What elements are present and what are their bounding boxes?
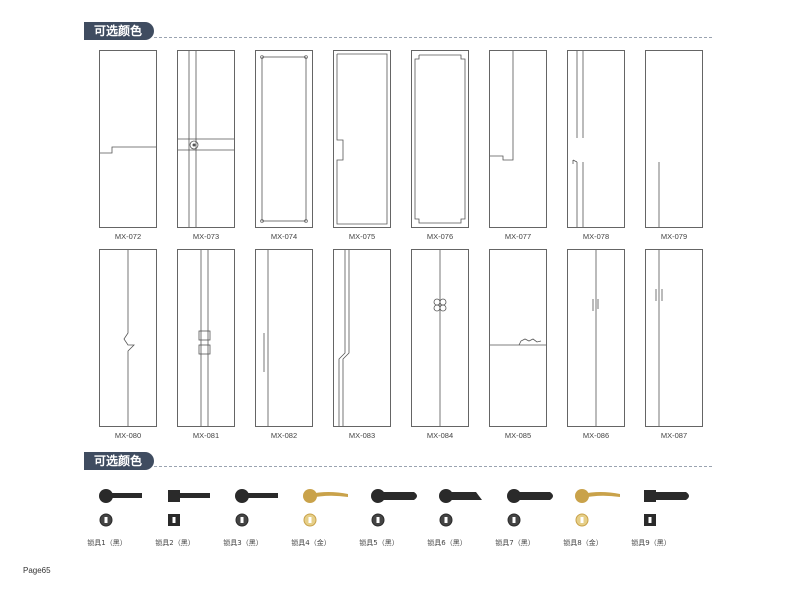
lock-icon (371, 489, 417, 527)
door-drawing (333, 249, 391, 427)
door-outline (489, 50, 547, 228)
lock-name-label: 锁具4（金） (291, 539, 331, 547)
section-divider (154, 37, 712, 38)
door-outline (489, 249, 547, 427)
lock-name-label: 锁具1（黑） (87, 539, 127, 547)
door-outline (645, 50, 703, 228)
door-code-label: MX-078 (582, 232, 610, 241)
door-outline (255, 50, 313, 228)
door-outline (177, 249, 235, 427)
door-outline (567, 50, 625, 228)
door-drawing (645, 50, 703, 228)
door-drawing (333, 50, 391, 228)
door-drawing (567, 249, 625, 427)
door-code-label: MX-075 (348, 232, 376, 241)
door-drawing (411, 249, 469, 427)
section-title-lock-options: 可选颜色 (84, 452, 154, 470)
lock-icon (168, 490, 210, 526)
lock-icon (99, 489, 142, 527)
lock-name-label: 锁具9（黑） (631, 539, 671, 547)
lock-name-label: 锁具5（黑） (359, 539, 399, 547)
door-panel-072 (99, 50, 157, 228)
door-panel-087 (645, 249, 703, 427)
door-drawing (177, 50, 235, 228)
lock-icon (507, 489, 553, 527)
door-panel-076 (411, 50, 469, 228)
door-code-label: MX-080 (114, 431, 142, 440)
door-panel-078 (567, 50, 625, 228)
door-panel-081 (177, 249, 235, 427)
door-panel-075 (333, 50, 391, 228)
door-outline (333, 249, 391, 427)
lock-name-label: 锁具3（黑） (223, 539, 263, 547)
door-panel-077 (489, 50, 547, 228)
lock-icon (644, 490, 689, 526)
door-outline (255, 249, 313, 427)
door-drawing (99, 249, 157, 427)
door-drawing (177, 249, 235, 427)
door-code-label: MX-082 (270, 431, 298, 440)
section-title-door-styles: 可选颜色 (84, 22, 154, 40)
door-code-label: MX-081 (192, 431, 220, 440)
lock-image (362, 488, 432, 538)
door-outline (411, 50, 469, 228)
lock-image (498, 488, 568, 538)
door-panel-074 (255, 50, 313, 228)
door-drawing (255, 249, 313, 427)
door-panel-073 (177, 50, 235, 228)
door-code-label: MX-073 (192, 232, 220, 241)
door-code-label: MX-085 (504, 431, 532, 440)
door-drawing (489, 249, 547, 427)
door-code-label: MX-076 (426, 232, 454, 241)
door-drawing (645, 249, 703, 427)
lock-image (634, 488, 704, 538)
page-number: Page65 (23, 566, 51, 575)
door-code-label: MX-083 (348, 431, 376, 440)
door-drawing (99, 50, 157, 228)
door-outline (333, 50, 391, 228)
door-panel-084 (411, 249, 469, 427)
lock-name-label: 锁具8（金） (563, 539, 603, 547)
lock-icon (575, 489, 620, 527)
door-drawing (489, 50, 547, 228)
door-panel-086 (567, 249, 625, 427)
door-panel-082 (255, 249, 313, 427)
door-drawing (411, 50, 469, 228)
lock-image (430, 488, 500, 538)
door-panel-079 (645, 50, 703, 228)
section-divider (154, 466, 712, 467)
door-code-label: MX-079 (660, 232, 688, 241)
lock-image (158, 488, 228, 538)
lock-icon (303, 489, 348, 527)
door-code-label: MX-084 (426, 431, 454, 440)
door-code-label: MX-074 (270, 232, 298, 241)
lock-image (294, 488, 364, 538)
door-panel-085 (489, 249, 547, 427)
lock-name-label: 锁具6（黑） (427, 539, 467, 547)
door-panel-083 (333, 249, 391, 427)
door-drawing (255, 50, 313, 228)
door-code-label: MX-072 (114, 232, 142, 241)
lock-image (226, 488, 296, 538)
door-drawing (567, 50, 625, 228)
lock-icon (439, 489, 482, 527)
lock-name-label: 锁具7（黑） (495, 539, 535, 547)
lock-image (566, 488, 636, 538)
door-panel-080 (99, 249, 157, 427)
lock-image (90, 488, 160, 538)
door-code-label: MX-086 (582, 431, 610, 440)
door-outline (645, 249, 703, 427)
door-code-label: MX-087 (660, 431, 688, 440)
door-outline (99, 50, 157, 228)
lock-name-label: 锁具2（黑） (155, 539, 195, 547)
door-code-label: MX-077 (504, 232, 532, 241)
lock-icon (235, 489, 278, 527)
